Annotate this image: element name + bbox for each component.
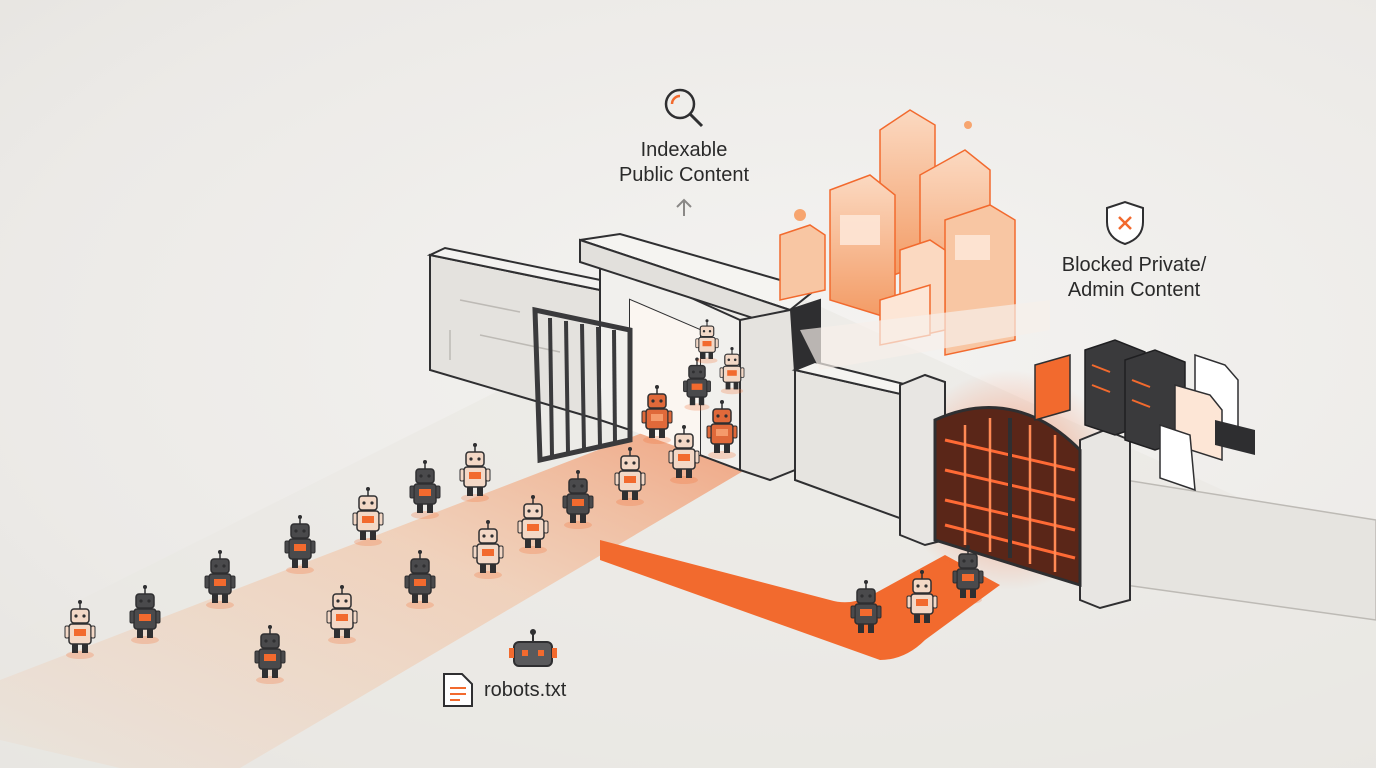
left-wall <box>426 246 619 422</box>
open-iron-gate <box>532 306 633 464</box>
arrow-up-icon <box>676 198 692 216</box>
crawler-robot <box>850 580 882 639</box>
blocked-label-line1: Blocked Private/ <box>1061 254 1207 276</box>
crawler-robot <box>284 515 316 574</box>
crawler-robot <box>668 425 700 484</box>
crawler-robot <box>472 520 504 579</box>
crawler-robot <box>129 585 161 644</box>
crawler-robot <box>409 460 441 519</box>
robots-txt-label: robots.txt <box>484 679 567 701</box>
crawler-robot <box>695 319 719 364</box>
public-label-line1: Indexable <box>640 139 728 161</box>
blocked-content-label: Blocked Private/ Admin Content <box>1036 253 1232 303</box>
blocked-gate <box>899 373 1131 610</box>
crawler-robot <box>459 443 491 502</box>
crawler-robot <box>352 487 384 546</box>
crawler-robot <box>562 470 594 529</box>
crawler-robot <box>326 585 358 644</box>
crawler-robot <box>706 400 738 459</box>
public-content-label: Indexable Public Content <box>600 138 768 188</box>
crawler-robot <box>683 357 711 411</box>
crawler-robot <box>641 385 673 444</box>
crawler-robot <box>64 600 96 659</box>
shield-x-icon <box>1106 200 1144 246</box>
right-wall <box>791 360 1376 621</box>
public-label-line2: Public Content <box>618 164 750 186</box>
walkway-public <box>0 430 745 768</box>
crawler-robot <box>906 570 938 629</box>
robot-icon <box>509 629 557 667</box>
document-icon <box>443 673 473 707</box>
public-content-city <box>779 109 1050 370</box>
crawler-robot <box>719 347 745 395</box>
crawler-robot <box>254 625 286 684</box>
crawler-robot <box>517 495 549 554</box>
crawler-robot <box>614 447 646 506</box>
private-content <box>1034 339 1255 492</box>
crawler-robot <box>404 550 436 609</box>
walkway-blocked <box>600 540 1000 660</box>
blocked-label-line2: Admin Content <box>1067 279 1201 301</box>
crawler-robot <box>952 545 984 604</box>
crawler-robots <box>64 319 984 684</box>
search-icon <box>664 88 704 128</box>
crawler-robot <box>204 550 236 609</box>
